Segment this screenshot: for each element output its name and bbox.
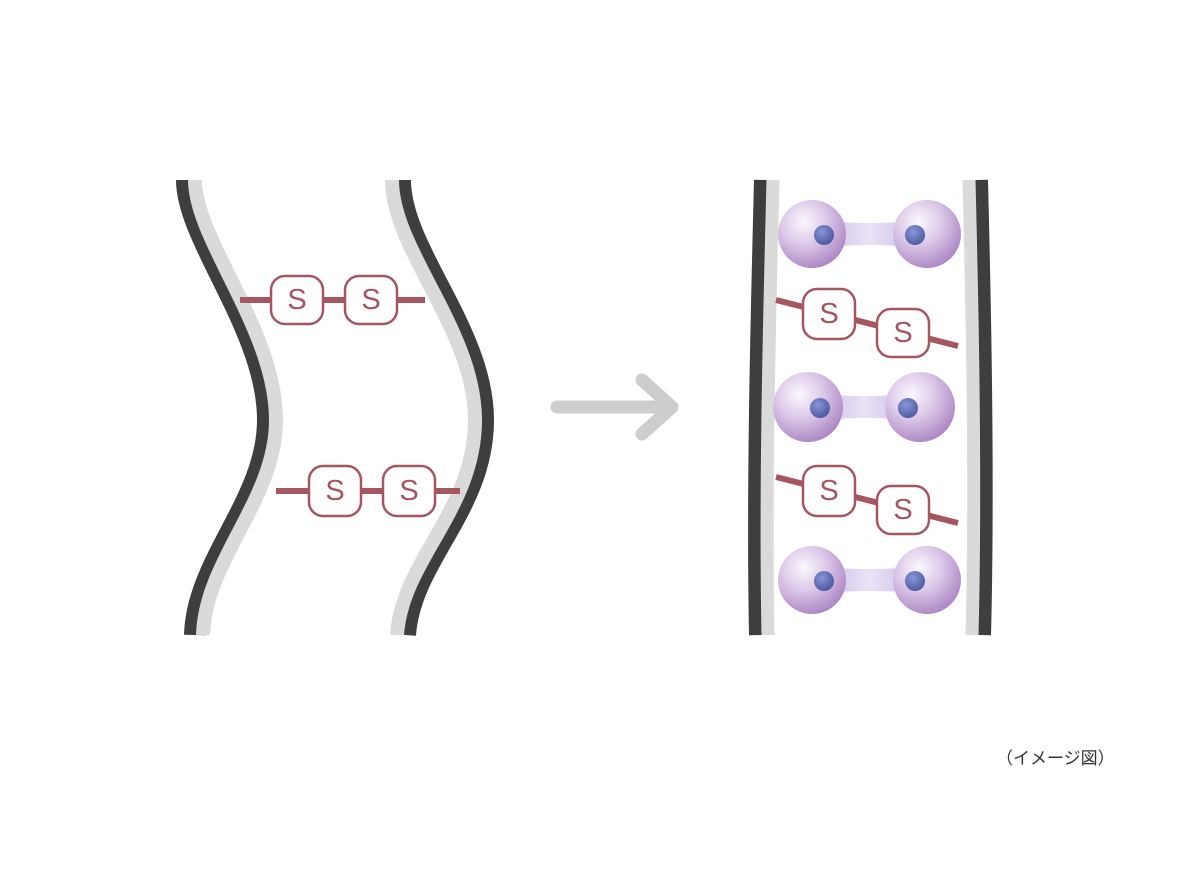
sphere-core bbox=[814, 571, 834, 591]
left-fiber: S S S S bbox=[176, 179, 495, 637]
disulfide-bond-4: S S bbox=[775, 464, 959, 536]
arrow-right-icon bbox=[550, 373, 679, 441]
left-fiber-left-wall bbox=[176, 179, 284, 636]
sphere-core bbox=[905, 571, 925, 591]
sphere bbox=[885, 372, 955, 442]
sulfur-label: S bbox=[819, 475, 838, 507]
sulfur-box bbox=[269, 274, 325, 326]
sulfur-label: S bbox=[893, 494, 912, 526]
sphere-pair-icon bbox=[778, 546, 961, 614]
disulfide-bond-1: S S bbox=[240, 274, 425, 326]
right-fiber-left-wall bbox=[748, 179, 780, 636]
disulfide-bond-3: S S bbox=[775, 287, 959, 359]
molecule-layer bbox=[773, 200, 961, 614]
sulfur-label: S bbox=[325, 475, 344, 507]
sulfur-label: S bbox=[361, 284, 380, 316]
sulfur-box bbox=[307, 464, 363, 518]
sulfur-label: S bbox=[399, 475, 418, 507]
image-caption: （イメージ図） bbox=[996, 749, 1115, 769]
sphere-pair-icon bbox=[773, 372, 955, 442]
disulfide-bond-2: S S bbox=[276, 464, 460, 518]
sphere-core bbox=[814, 225, 834, 245]
sphere-core bbox=[905, 225, 925, 245]
right-fiber-right-wall bbox=[962, 179, 993, 636]
sphere bbox=[778, 546, 846, 614]
sulfur-label: S bbox=[287, 284, 306, 316]
sphere-core bbox=[810, 398, 830, 418]
left-fiber-right-wall bbox=[385, 179, 495, 637]
sphere bbox=[778, 200, 846, 268]
sulfur-box bbox=[875, 307, 931, 359]
sulfur-box bbox=[801, 287, 857, 341]
right-fiber: S S S S bbox=[748, 179, 993, 636]
sphere bbox=[773, 372, 843, 442]
sulfur-box bbox=[801, 464, 857, 518]
sphere bbox=[893, 200, 961, 268]
sulfur-box bbox=[875, 484, 931, 536]
sphere-core bbox=[898, 398, 918, 418]
sulfur-box bbox=[381, 464, 437, 518]
sulfur-box bbox=[343, 274, 399, 326]
sphere bbox=[893, 546, 961, 614]
sulfur-label: S bbox=[893, 317, 912, 349]
sphere-pair-icon bbox=[778, 200, 961, 268]
sulfur-label: S bbox=[819, 298, 838, 330]
